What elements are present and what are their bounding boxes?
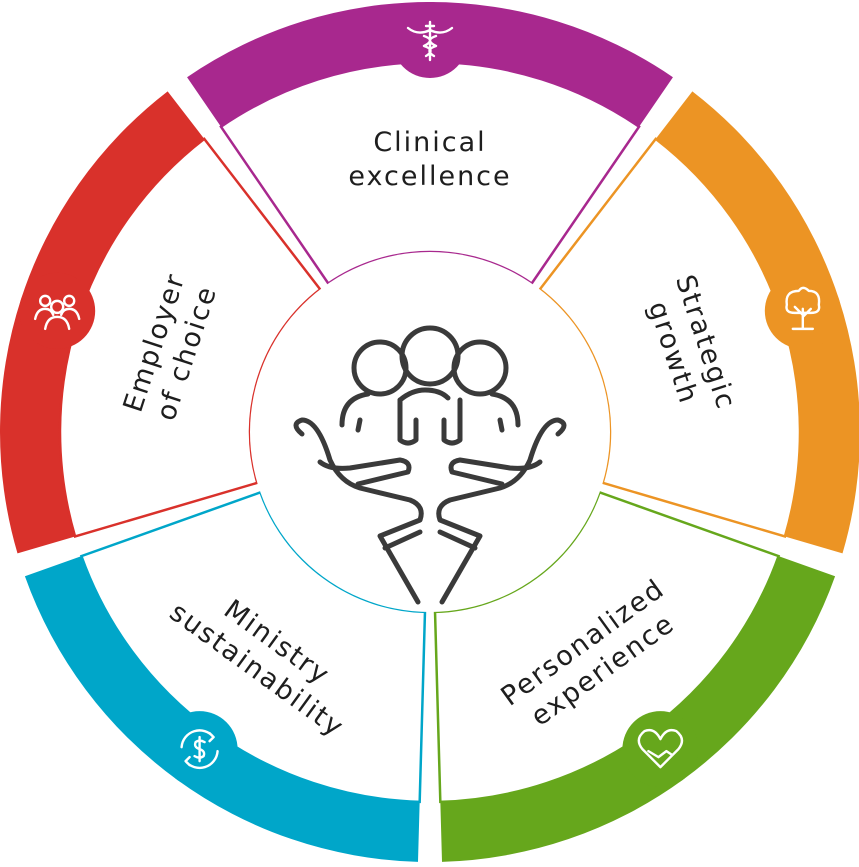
segment-band-ministry <box>24 556 420 862</box>
segment-label-line: excellence <box>348 161 511 192</box>
heart-handshake-icon <box>622 711 699 788</box>
segment-band-clinical <box>187 2 673 127</box>
hands-holding-people-icon <box>293 325 567 605</box>
segment-label-line: Clinical <box>373 127 486 158</box>
segment-wedge-employer <box>58 137 322 539</box>
segment-band-strategic <box>655 91 859 554</box>
dollar-cycle-icon <box>161 711 238 788</box>
segment-band-personalized <box>440 556 836 862</box>
caduceus-icon <box>392 2 468 78</box>
tree-icon <box>764 272 841 349</box>
segment-band-employer <box>0 91 205 554</box>
segment-icons <box>19 2 841 788</box>
center-hub <box>250 252 610 612</box>
people-group-icon <box>19 272 96 349</box>
